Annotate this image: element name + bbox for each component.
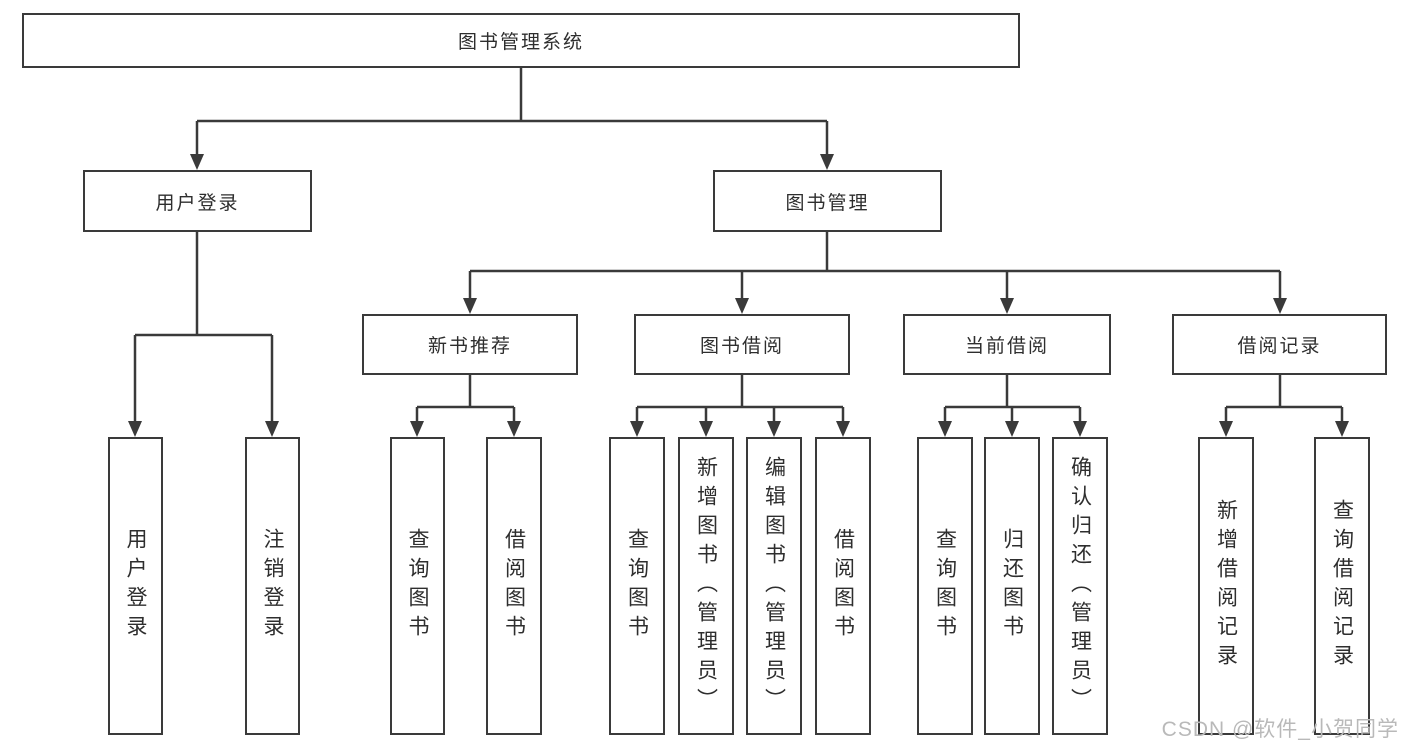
leaf-user-login: 用户登录 [108,437,163,735]
node-root-label: 图书管理系统 [457,32,584,53]
leaf-logout-label: 注销登录 [261,528,285,644]
leaf-query-books-borrowing-label: 查询图书 [625,528,649,644]
leaf-confirm-return-admin-label: 确认归还（管理员） [1068,455,1092,717]
leaf-edit-book-admin: 编辑图书（管理员） [746,437,802,735]
leaf-borrow-books-borrowing-label: 借阅图书 [831,528,855,644]
watermark: CSDN @软件_小贺同学 [1161,718,1399,741]
leaf-return-book: 归还图书 [984,437,1040,735]
node-new-book-recommend-label: 新书推荐 [427,336,512,357]
node-book-management-label: 图书管理 [785,192,870,214]
node-new-book-recommend: 新书推荐 [362,314,578,375]
node-book-borrowing: 图书借阅 [634,314,850,375]
node-borrowing-records: 借阅记录 [1172,314,1387,375]
leaf-add-borrow-record-label: 新增借阅记录 [1214,499,1238,673]
leaf-edit-book-admin-label: 编辑图书（管理员） [762,455,786,717]
leaf-query-books-current: 查询图书 [917,437,973,735]
leaf-add-book-admin-label: 新增图书（管理员） [694,455,718,717]
leaf-query-borrow-record-label: 查询借阅记录 [1330,499,1354,673]
leaf-query-books-borrowing: 查询图书 [609,437,665,735]
node-book-management: 图书管理 [713,170,942,232]
leaf-add-book-admin: 新增图书（管理员） [678,437,734,735]
node-current-borrowing: 当前借阅 [903,314,1111,375]
leaf-confirm-return-admin: 确认归还（管理员） [1052,437,1108,735]
node-user-login: 用户登录 [83,170,312,232]
leaf-borrow-books-recommend-label: 借阅图书 [502,528,526,644]
leaf-borrow-books-borrowing: 借阅图书 [815,437,871,735]
leaf-borrow-books-recommend: 借阅图书 [486,437,542,735]
leaf-query-borrow-record: 查询借阅记录 [1314,437,1370,735]
leaf-query-books-current-label: 查询图书 [933,528,957,644]
node-borrowing-records-label: 借阅记录 [1237,336,1322,357]
leaf-user-login-label: 用户登录 [124,528,148,644]
node-root: 图书管理系统 [22,13,1020,68]
leaf-query-books-recommend: 查询图书 [390,437,445,735]
leaf-logout: 注销登录 [245,437,300,735]
leaf-query-books-recommend-label: 查询图书 [406,528,430,644]
leaf-return-book-label: 归还图书 [1000,528,1024,644]
node-user-login-label: 用户登录 [155,192,240,214]
node-book-borrowing-label: 图书借阅 [699,336,784,357]
node-current-borrowing-label: 当前借阅 [964,336,1049,357]
leaf-add-borrow-record: 新增借阅记录 [1198,437,1254,735]
